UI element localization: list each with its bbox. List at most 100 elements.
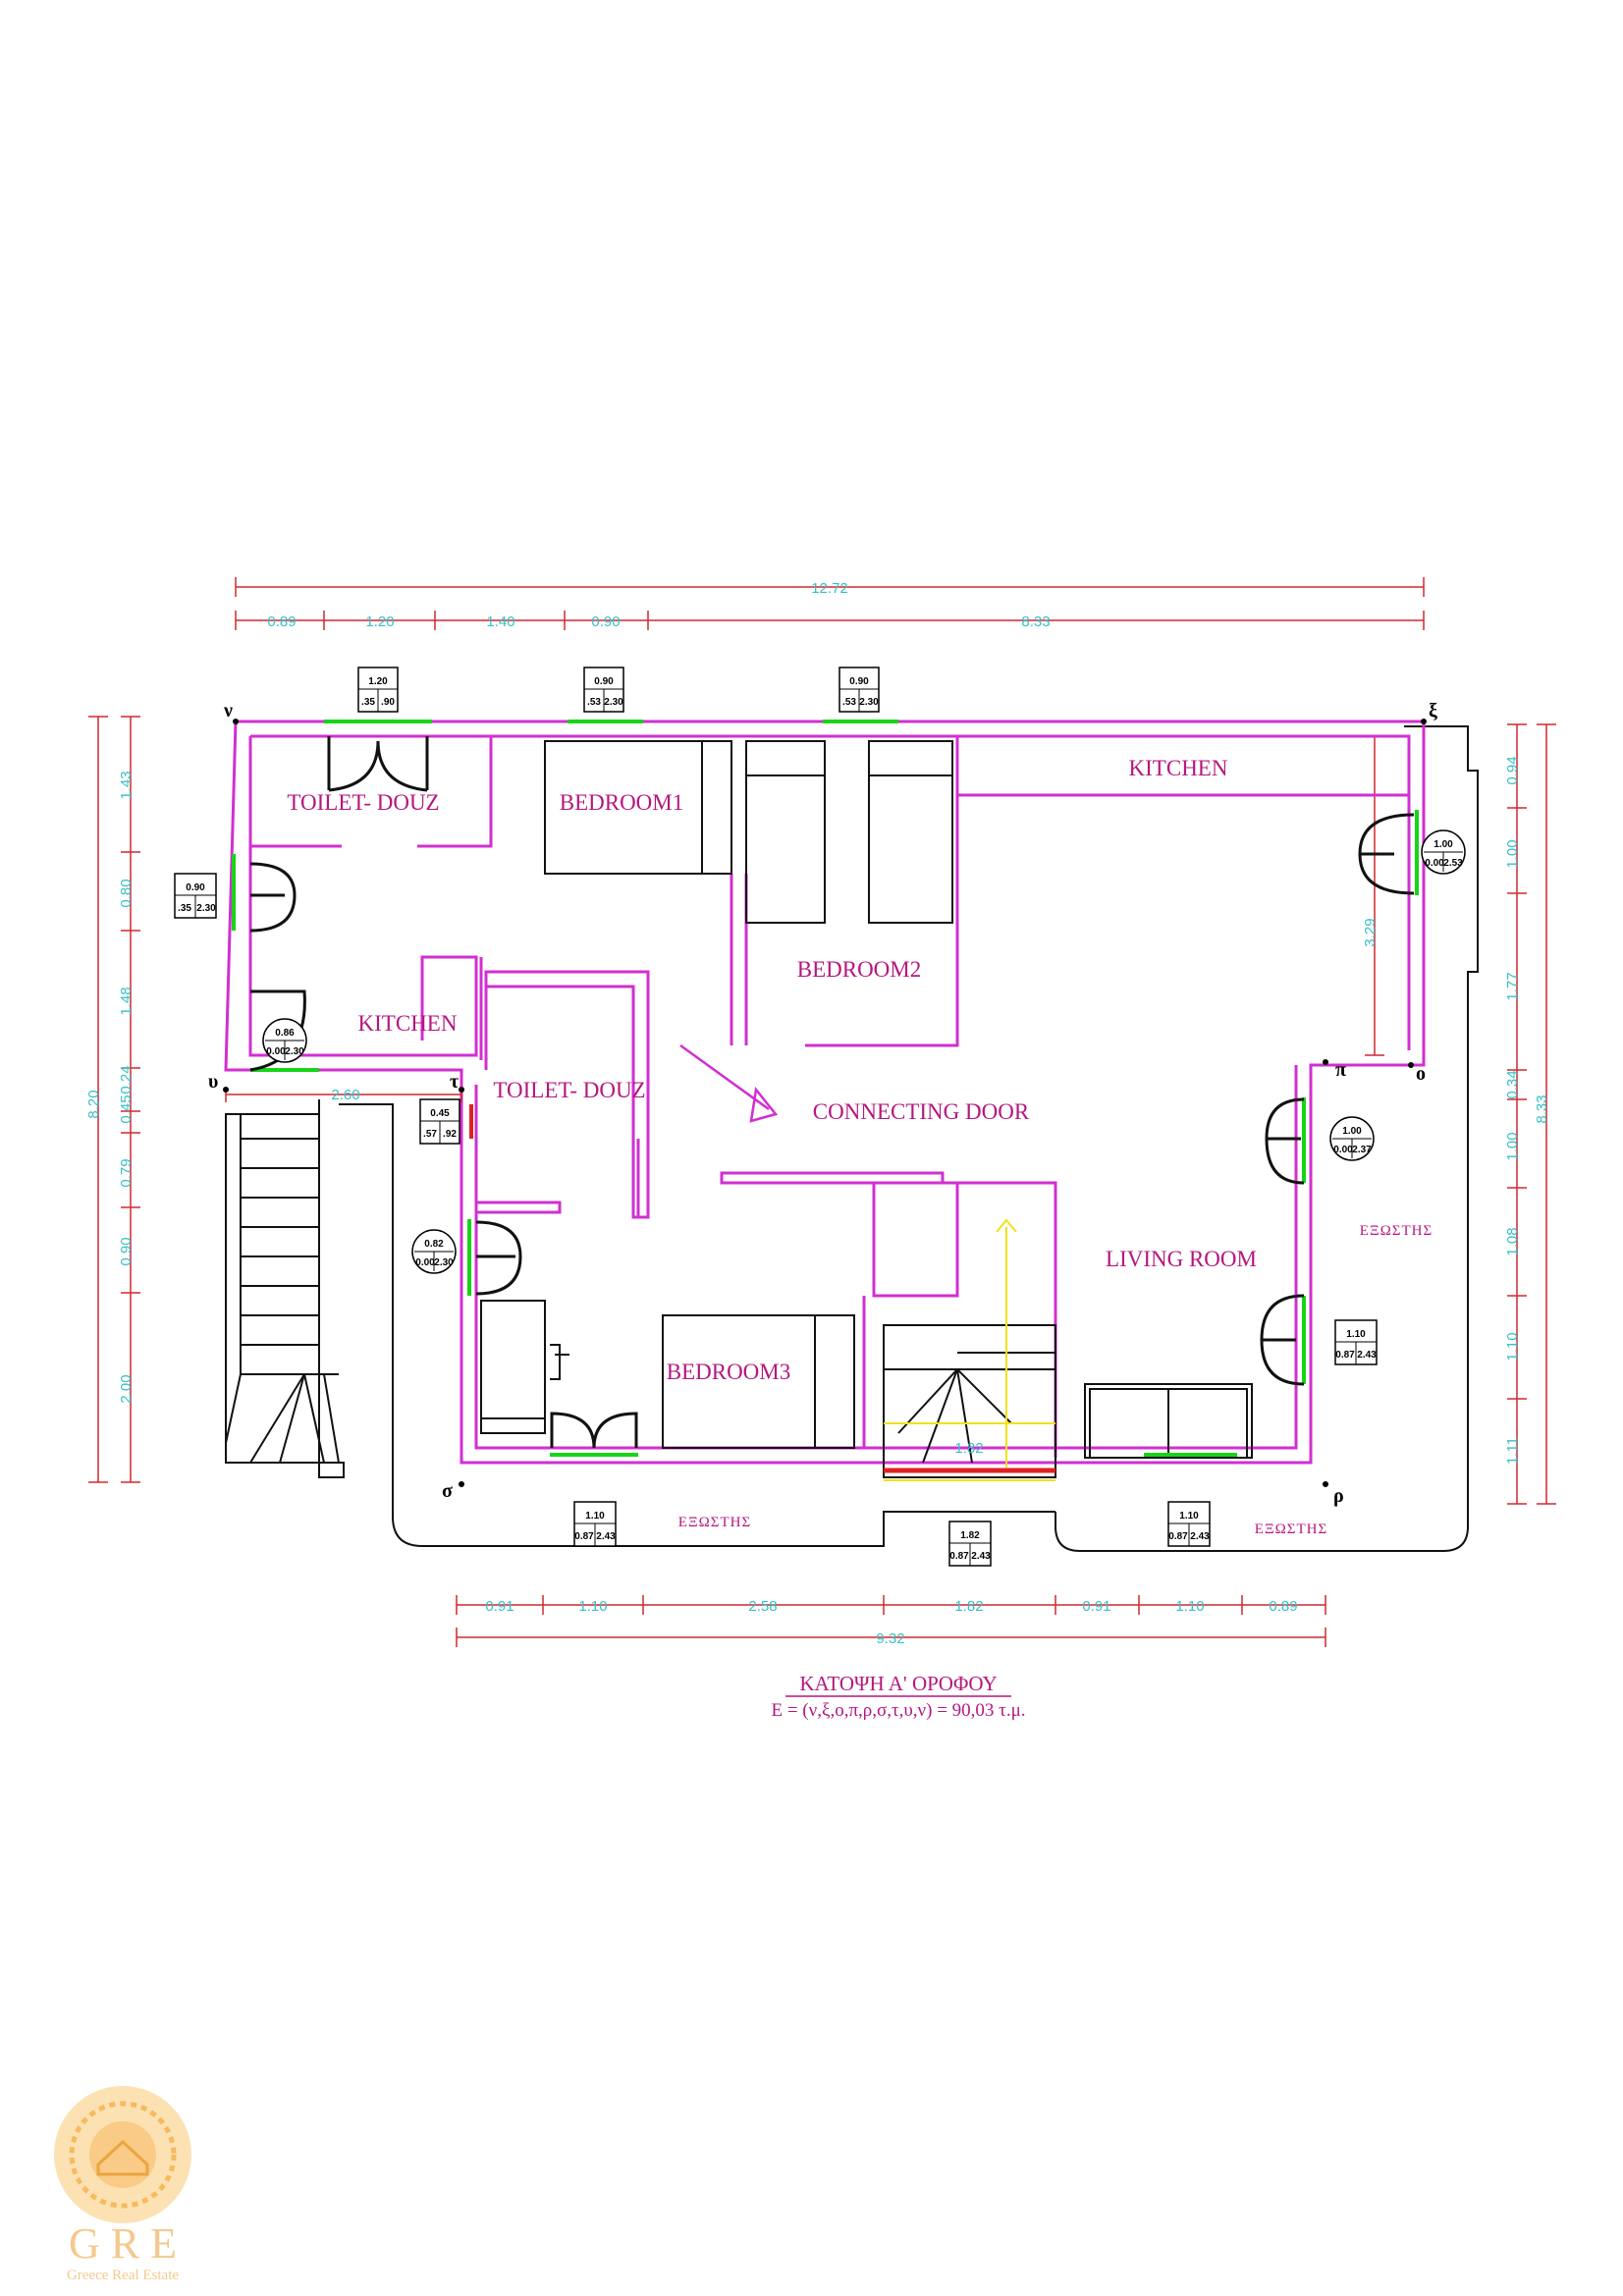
- dim-stair-width: 1.82: [954, 1440, 983, 1457]
- dim-right-1: 0.94: [1504, 756, 1521, 784]
- dim-bottom-6: 1.10: [1175, 1598, 1204, 1615]
- room-label-bedroom3: BEDROOM3: [667, 1360, 791, 1384]
- svg-text:0.00: 0.00: [1425, 858, 1444, 869]
- dim-top-4: 0.90: [591, 614, 620, 630]
- svg-text:0.90: 0.90: [849, 676, 869, 687]
- svg-text:1.10: 1.10: [585, 1511, 605, 1522]
- opening-tag-t1: 1.20 .35 .90: [357, 667, 399, 713]
- opening-tag-c2: 0.82 0.00 2.30: [411, 1229, 457, 1274]
- dim-top-5: 8.33: [1021, 614, 1050, 630]
- dim-inner-260: 2.60: [331, 1087, 359, 1103]
- opening-tag-t3: 0.90 .53 2.30: [839, 667, 880, 713]
- left-dimensions: 8.20 1.43 0.80 1.48 0.45 0.24 0.79 0.90 …: [85, 716, 140, 1483]
- svg-text:.35: .35: [178, 903, 191, 914]
- point-nu: ν: [223, 700, 233, 721]
- area-formula: Ε = (ν,ξ,ο,π,ρ,σ,τ,υ,ν) = 90,03 τ.μ.: [771, 1700, 1025, 1721]
- room-label-toilet-douz-1: TOILET- DOUZ: [287, 790, 439, 815]
- corner-points: ν ξ ο π ρ σ τ υ: [208, 700, 1437, 1507]
- opening-tags: 1.20 .35 .90 0.90 .53 2.30 0.90 .53 2.30…: [174, 667, 1466, 1567]
- svg-text:.53: .53: [587, 697, 601, 708]
- bed-bedroom2-left: [745, 740, 826, 924]
- point-rho: ρ: [1333, 1485, 1344, 1507]
- svg-text:.90: .90: [381, 697, 395, 708]
- svg-text:0.86: 0.86: [275, 1028, 295, 1039]
- plan-title: ΚΑΤΟΨΗ Α' ΟΡΟΦΟΥ Ε = (ν,ξ,ο,π,ρ,σ,τ,υ,ν)…: [771, 1672, 1025, 1721]
- svg-text:1.00: 1.00: [1434, 839, 1453, 850]
- opening-tag-t2: 0.90 .53 2.30: [583, 667, 624, 713]
- point-sigma: σ: [442, 1480, 453, 1502]
- opening-tag-r1: 1.00 0.00 2.53: [1421, 829, 1466, 875]
- opening-tag-o045: 0.45 .57 .92: [419, 1098, 460, 1145]
- room-label-connecting-door: CONNECTING DOOR: [813, 1099, 1030, 1124]
- dim-right-5: 1.00: [1504, 1132, 1521, 1160]
- svg-text:.57: .57: [423, 1129, 437, 1140]
- windows: [232, 720, 1419, 1457]
- dim-left-5: 0.24: [118, 1065, 135, 1094]
- svg-text:.35: .35: [361, 697, 375, 708]
- svg-text:0.87: 0.87: [949, 1551, 969, 1562]
- dim-right-4: 0.34: [1504, 1070, 1521, 1098]
- plan-heading: ΚΑΤΟΨΗ Α' ΟΡΟΦΟΥ: [799, 1672, 997, 1695]
- gre-logo: G R E Greece Real Estate: [54, 2086, 191, 2283]
- exterior-labels: ΕΞΩΣΤΗΣ ΕΞΩΣΤΗΣ ΕΞΩΣΤΗΣ: [678, 1223, 1433, 1537]
- dim-right-2: 1.00: [1504, 839, 1521, 868]
- room-label-living-room: LIVING ROOM: [1106, 1247, 1257, 1271]
- svg-text:2.43: 2.43: [1357, 1350, 1377, 1361]
- dim-right-7: 1.10: [1504, 1332, 1521, 1361]
- bed-bedroom3: [662, 1314, 855, 1449]
- opening-tag-r2: 1.00 0.00 2.37: [1329, 1116, 1375, 1161]
- opening-tag-c1: 0.86 0.00 2.30: [262, 1018, 307, 1063]
- room-label-toilet-douz-2: TOILET- DOUZ: [493, 1078, 645, 1102]
- dim-left-8: 2.00: [118, 1374, 135, 1403]
- inner-dimension: 2.60: [225, 1087, 462, 1103]
- dim-bottom-1: 0.91: [485, 1598, 514, 1615]
- point-pi: π: [1335, 1059, 1346, 1081]
- bottom-dimensions: 0.91 1.10 2.58 1.82 0.91 1.10 0.89 9.32: [456, 1595, 1326, 1647]
- balcony-label-bottom-right: ΕΞΩΣΤΗΣ: [1255, 1522, 1327, 1537]
- desk-bedroom3: [480, 1300, 569, 1434]
- svg-text:.92: .92: [443, 1129, 457, 1140]
- dim-right-3: 1.77: [1504, 972, 1521, 1000]
- svg-text:0.00: 0.00: [1333, 1145, 1353, 1155]
- svg-text:0.00: 0.00: [415, 1257, 435, 1268]
- walls: [224, 720, 1426, 1465]
- logo-letters: G R E: [69, 2219, 177, 2268]
- svg-text:0.90: 0.90: [594, 676, 614, 687]
- logo-subtitle: Greece Real Estate: [67, 2268, 179, 2283]
- svg-text:2.30: 2.30: [434, 1257, 454, 1268]
- opening-tag-b1: 1.10 0.87 2.43: [573, 1501, 617, 1547]
- room-labels: TOILET- DOUZ BEDROOM1 KITCHEN BEDROOM2 K…: [287, 756, 1257, 1384]
- svg-text:0.82: 0.82: [424, 1239, 444, 1250]
- balcony-label-bottom-center: ΕΞΩΣΤΗΣ: [678, 1515, 751, 1530]
- svg-text:2.30: 2.30: [196, 903, 216, 914]
- svg-text:1.00: 1.00: [1342, 1126, 1362, 1137]
- svg-text:2.43: 2.43: [596, 1531, 616, 1542]
- svg-text:0.87: 0.87: [1335, 1350, 1355, 1361]
- dim-right-inner: 3.29: [1362, 918, 1379, 946]
- svg-text:0.00: 0.00: [266, 1046, 286, 1057]
- right-dimensions: 8.33 0.94 1.00 1.77 0.34 1.00 1.08 1.10 …: [1362, 723, 1556, 1505]
- dim-left-7: 0.90: [118, 1237, 135, 1265]
- dim-bottom-5: 0.91: [1082, 1598, 1110, 1615]
- opening-tag-b2: 1.82 0.87 2.43: [948, 1521, 992, 1567]
- sofa-living-room: [1084, 1383, 1253, 1459]
- bed-bedroom2-right: [868, 740, 953, 924]
- bed-bedroom1: [544, 740, 732, 875]
- dim-left-4: 0.45: [118, 1095, 135, 1123]
- svg-text:2.30: 2.30: [604, 697, 623, 708]
- dim-left-3: 1.48: [118, 987, 135, 1015]
- point-xi: ξ: [1429, 700, 1437, 721]
- opening-tag-l1: 0.90 .35 2.30: [174, 873, 217, 919]
- interior-stair: 1.82: [883, 1218, 1056, 1481]
- top-dimensions: 12.72 0.89 1.20 1.40 0.90 8.33: [235, 577, 1425, 630]
- dim-top-total: 12.72: [811, 580, 848, 597]
- balcony-outline: [339, 725, 1479, 1552]
- svg-text:2.43: 2.43: [1190, 1531, 1210, 1542]
- svg-text:1.82: 1.82: [960, 1530, 980, 1541]
- dim-top-1: 0.89: [267, 614, 296, 630]
- svg-text:.53: .53: [842, 697, 856, 708]
- svg-text:0.90: 0.90: [186, 882, 205, 893]
- balcony-label-right: ΕΞΩΣΤΗΣ: [1360, 1223, 1433, 1239]
- dim-top-3: 1.40: [486, 614, 514, 630]
